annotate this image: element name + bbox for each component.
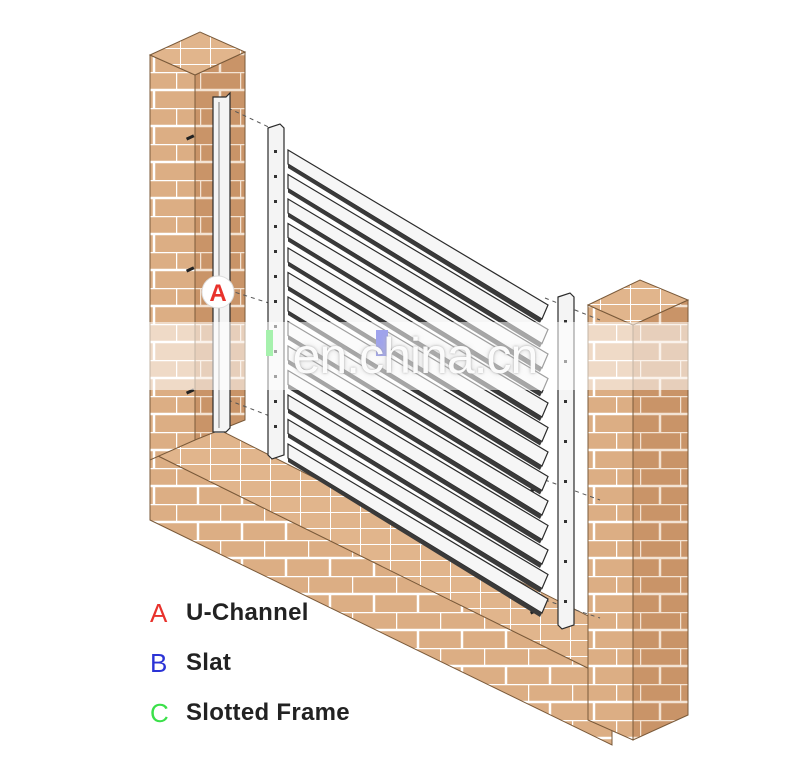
slotted-frame-left	[267, 123, 285, 460]
legend-label-u-channel: U-Channel	[186, 599, 309, 626]
right-brick-pillar	[586, 279, 690, 741]
slat-shadow	[288, 458, 542, 617]
u-channel-left	[212, 91, 231, 433]
slat-shadow	[288, 409, 542, 568]
legend-letter-b: B	[150, 647, 168, 678]
marker-c	[266, 330, 273, 356]
slat-shadow	[288, 164, 542, 323]
legend: A U-Channel B Slat C Slotted Frame	[150, 588, 350, 738]
legend-item-u-channel: A U-Channel	[150, 588, 350, 638]
callout-a: A	[201, 275, 235, 309]
legend-letter-a: A	[150, 597, 168, 628]
legend-item-slat: B Slat	[150, 638, 350, 688]
legend-letter-c: C	[150, 697, 169, 728]
assembly-guide-lines	[227, 107, 601, 619]
slat-shadow	[288, 384, 542, 544]
left-brick-pillar	[148, 31, 247, 461]
slat-shadow	[288, 433, 542, 593]
slat-shadow	[288, 360, 542, 519]
slat-shadow	[288, 188, 542, 348]
legend-label-slat: Slat	[186, 649, 232, 676]
callout-a-letter: A	[209, 280, 226, 307]
legend-item-slotted-frame: C Slotted Frame	[150, 688, 350, 738]
marker-b	[376, 330, 388, 356]
legend-label-slotted-frame: Slotted Frame	[186, 699, 350, 726]
slotted-frame-right	[557, 292, 575, 630]
